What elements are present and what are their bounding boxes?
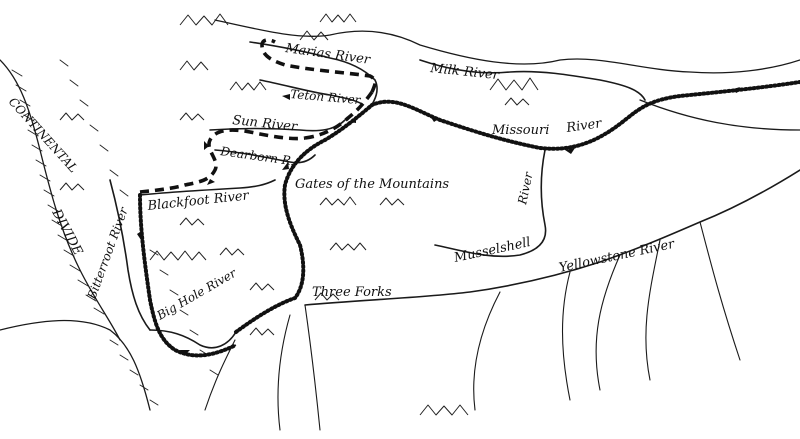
yellowstone-tributary-1 xyxy=(699,221,741,361)
return-route-sun-river xyxy=(304,90,374,140)
madison-river xyxy=(277,314,291,431)
label-blackfoot-river: Blackfoot River xyxy=(146,188,250,214)
continental-divide-hatching xyxy=(11,59,219,406)
yellowstone-tributary-3 xyxy=(595,254,621,391)
yellowstone-tributary-2 xyxy=(645,239,661,381)
label-gates-of-the-mountains: Gates of the Mountains xyxy=(295,177,449,192)
label-yellowstone-river: Yellowstone River xyxy=(558,237,677,276)
yellowstone-tributary-5 xyxy=(473,291,501,411)
return-route-marias xyxy=(260,38,377,93)
label-musselshell: Musselshell xyxy=(452,235,532,266)
label-milk-river: Milk River xyxy=(429,61,501,83)
bitterroot-river xyxy=(109,179,151,331)
teton-river xyxy=(259,79,363,105)
bitterroot-route-marks xyxy=(138,193,238,358)
blackfoot-river xyxy=(139,179,276,196)
label-three-forks: Three Forks xyxy=(312,285,392,300)
yellowstone-tributary-4 xyxy=(561,271,571,401)
western-ridge-line xyxy=(0,59,121,341)
label-missouri-river-word: River xyxy=(564,116,603,136)
milk-river xyxy=(419,59,646,101)
label-dearborn: Dearborn R. xyxy=(219,144,296,168)
label-bitterroot-river: Bitterroot River xyxy=(84,204,131,302)
label-marias-river: Marias River xyxy=(283,41,371,68)
northern-terrain-line xyxy=(214,19,800,74)
return-route-blackfoot xyxy=(139,128,306,194)
musselshell-river xyxy=(434,149,547,258)
marias-river xyxy=(249,41,378,109)
yellowstone-river xyxy=(304,169,800,306)
big-hole-river xyxy=(149,329,237,349)
label-musselshell-river-word: River xyxy=(515,170,536,207)
dearborn-river xyxy=(214,149,316,164)
label-sun-river: Sun River xyxy=(232,113,299,135)
label-teton-river: Teton River xyxy=(290,87,362,107)
northeast-terrain-line xyxy=(639,99,800,131)
missouri-route-marks xyxy=(234,80,800,334)
label-missouri: Missouri xyxy=(491,123,549,138)
route-arrow-icon xyxy=(137,87,740,355)
gallatin-river xyxy=(304,304,321,431)
southwest-ridge-line xyxy=(0,319,151,411)
mountain-range-icon xyxy=(59,13,539,416)
label-divide: DIVIDE xyxy=(48,206,85,259)
